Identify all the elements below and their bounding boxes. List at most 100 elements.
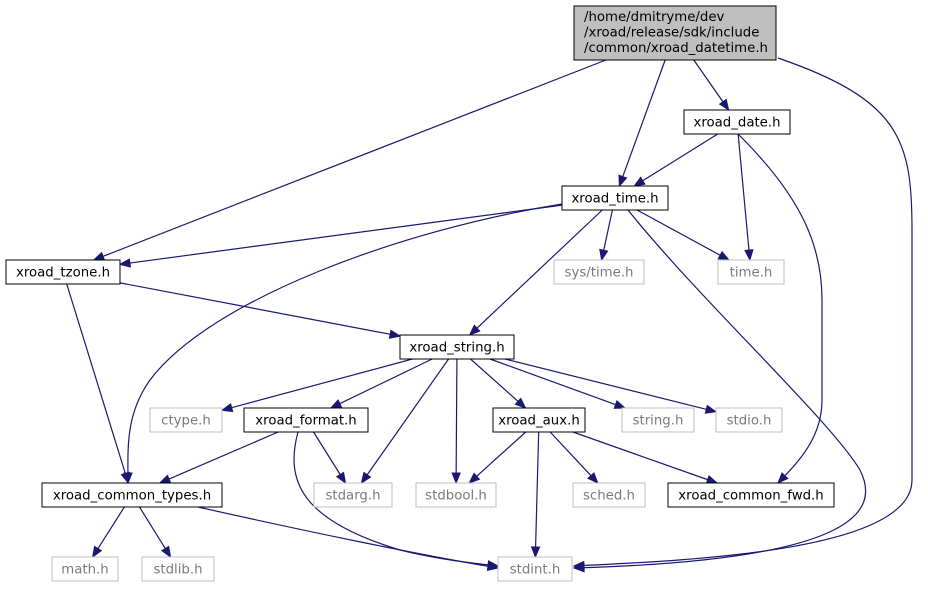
edge-string-to-stdio: [504, 358, 718, 414]
arrow-head-icon: [599, 248, 609, 262]
node-label: stdint.h: [510, 563, 561, 578]
node-tzone[interactable]: xroad_tzone.h: [5, 259, 121, 285]
edge-line: [641, 133, 719, 182]
edge-line: [101, 59, 607, 258]
node-systime: sys/time.h: [553, 259, 645, 285]
edge-line: [167, 431, 279, 480]
edge-string-to-aux: [470, 358, 527, 409]
arrow-head-icon: [704, 404, 718, 414]
node-label: /xroad/release/sdk/include: [584, 26, 759, 41]
node-box: [497, 556, 573, 582]
node-box: [621, 407, 695, 433]
arrow-head-icon: [468, 472, 481, 484]
node-box: [561, 185, 669, 211]
edge-line: [119, 282, 392, 336]
edge-time-to-string: [468, 209, 603, 336]
edge-line: [572, 431, 709, 481]
edge-line: [313, 431, 342, 476]
node-string[interactable]: xroad_string.h: [399, 334, 515, 360]
edge-line: [66, 283, 127, 475]
edge-string-to-stdbool: [451, 358, 461, 485]
arrow-head-icon: [777, 472, 789, 484]
node-box: [141, 556, 215, 582]
node-label: xroad_aux.h: [498, 414, 580, 429]
node-box: [717, 259, 785, 285]
edge-line: [573, 57, 913, 567]
node-label: xroad_common_fwd.h: [678, 489, 823, 504]
edge-string-to-stringh: [489, 358, 627, 409]
edge-line: [230, 358, 413, 409]
edge-line: [636, 209, 722, 257]
arrow-head-icon: [329, 399, 343, 409]
arrow-head-icon: [613, 399, 627, 409]
edge-time-to-timeh: [636, 209, 731, 261]
node-box: [399, 334, 515, 360]
node-stdio: stdio.h: [715, 407, 783, 433]
edge-time-to-stdint: [572, 209, 867, 573]
edge-line: [455, 358, 458, 475]
edge-line: [475, 209, 603, 330]
node-aux[interactable]: xroad_aux.h: [492, 407, 586, 433]
node-label: xroad_tzone.h: [16, 266, 110, 281]
node-stdlib: stdlib.h: [141, 556, 215, 582]
node-label: xroad_format.h: [255, 414, 356, 429]
arrow-head-icon: [618, 174, 628, 188]
edge-date-to-fwd: [737, 133, 823, 484]
node-fwd[interactable]: xroad_common_fwd.h: [667, 482, 835, 508]
node-time[interactable]: xroad_time.h: [561, 185, 669, 211]
arrow-head-icon: [572, 562, 585, 573]
edge-common-to-stdlib: [138, 506, 172, 559]
arrow-head-icon: [705, 475, 719, 484]
node-stringh: string.h: [621, 407, 695, 433]
arrow-head-icon: [220, 402, 234, 413]
node-label: string.h: [633, 414, 684, 429]
edge-root-to-date: [693, 59, 730, 112]
edge-line: [602, 209, 613, 252]
arrow-head-icon: [120, 471, 130, 485]
edge-format-to-stdarg: [313, 431, 347, 485]
edge-line: [470, 358, 520, 403]
edge-tzone-to-string: [119, 282, 402, 339]
edge-date-to-time: [633, 133, 719, 187]
arrow-head-icon: [633, 176, 646, 187]
edge-line: [366, 358, 450, 476]
node-timeh: time.h: [717, 259, 785, 285]
edge-string-to-ctype: [220, 358, 413, 413]
arrow-head-icon: [468, 324, 481, 336]
node-label: stdlib.h: [153, 563, 202, 578]
edge-line: [128, 204, 563, 264]
node-math: math.h: [51, 556, 119, 582]
arrow-head-icon: [160, 545, 172, 559]
edge-line: [693, 59, 724, 103]
edge-aux-to-stdbool: [468, 431, 527, 484]
edge-line: [138, 506, 167, 550]
edge-date-to-timeh: [737, 133, 754, 262]
node-box: [683, 109, 791, 135]
node-label: sched.h: [583, 489, 635, 504]
edge-string-to-format: [329, 358, 433, 409]
arrow-head-icon: [388, 329, 402, 339]
node-box: [667, 482, 835, 508]
node-format[interactable]: xroad_format.h: [243, 407, 369, 433]
edge-string-to-stdarg: [360, 358, 450, 485]
arrow-head-icon: [118, 258, 132, 268]
node-box: [243, 407, 369, 433]
node-label: /home/dmitryme/dev: [584, 10, 725, 25]
arrow-head-icon: [717, 250, 731, 261]
edge-line: [534, 431, 540, 549]
edge-root-to-tzone: [92, 59, 607, 261]
edge-line: [96, 506, 125, 550]
node-root: /home/dmitryme/dev/xroad/release/sdk/inc…: [573, 5, 777, 61]
node-box: [149, 407, 223, 433]
node-common[interactable]: xroad_common_types.h: [41, 482, 223, 508]
arrow-head-icon: [530, 546, 541, 559]
node-label: /common/xroad_datetime.h: [584, 41, 768, 56]
node-date[interactable]: xroad_date.h: [683, 109, 791, 135]
edge-line: [737, 133, 823, 484]
edge-aux-to-sched: [549, 431, 599, 484]
edge-line: [197, 506, 499, 569]
node-label: time.h: [730, 266, 773, 281]
arrow-head-icon: [335, 471, 347, 485]
edge-tzone-to-common: [66, 283, 130, 485]
edge-time-to-tzone: [118, 204, 563, 268]
